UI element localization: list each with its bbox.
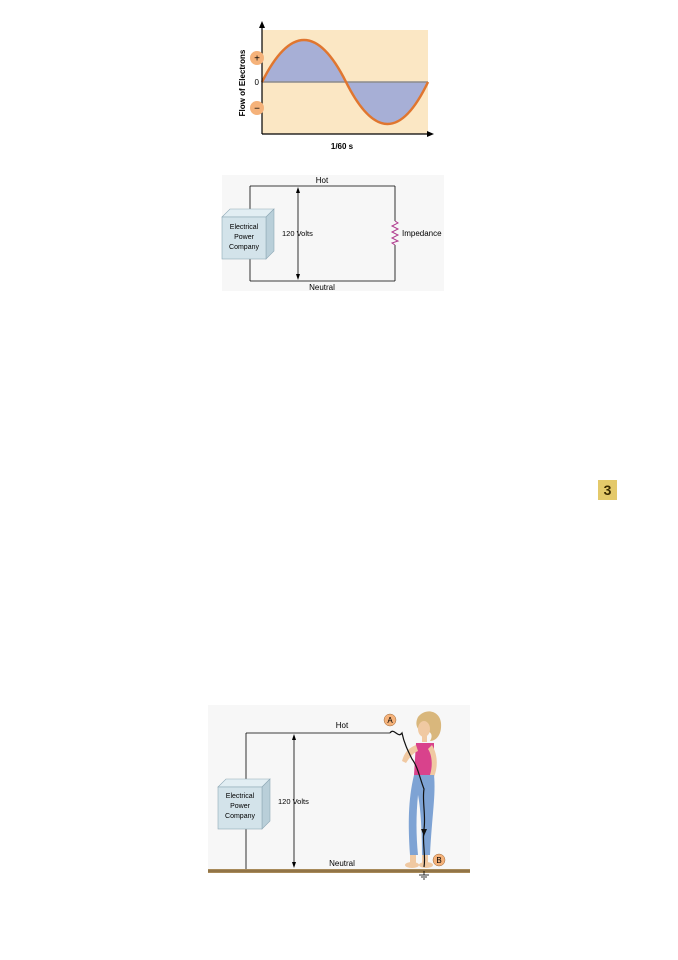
source-label-line3: Company xyxy=(225,813,255,820)
source-box-top xyxy=(217,778,271,788)
ground-symbol-icon xyxy=(419,871,429,880)
page-number-badge: 3 xyxy=(598,480,617,500)
ac-waveform-figure: + − 0 Flow of Electrons 1/60 s xyxy=(238,21,434,151)
source-box-front xyxy=(221,216,267,260)
point-b-label: B xyxy=(436,856,441,865)
head xyxy=(418,721,430,737)
impedance-label: Impedance xyxy=(402,229,442,238)
source-box-top xyxy=(221,208,275,218)
x-axis-arrow xyxy=(427,131,434,137)
voltage-arrow-top xyxy=(292,734,296,740)
point-a-label: A xyxy=(387,716,393,725)
voltage-arrow-top xyxy=(296,187,300,193)
minus-marker xyxy=(250,101,264,115)
plus-marker xyxy=(250,51,264,65)
source-label-line2: Power xyxy=(234,234,255,241)
sine-wave-line xyxy=(260,38,430,126)
voltage-arrow-bottom xyxy=(292,862,296,868)
plus-label: + xyxy=(254,54,260,65)
shirt xyxy=(414,743,434,775)
jeans xyxy=(408,775,435,855)
source-box-front xyxy=(217,786,263,830)
neutral-label: Neutral xyxy=(329,859,355,868)
voltage-arrow-bottom xyxy=(296,274,300,280)
resistor-icon xyxy=(390,220,400,246)
minus-label: − xyxy=(254,104,260,115)
source-label-line1: Electrical xyxy=(230,224,259,231)
circuit-figure: Hot Impedance Electrical Power Company 1… xyxy=(221,175,444,292)
neutral-label: Neutral xyxy=(309,283,335,292)
current-arrow-icon xyxy=(421,829,427,836)
source-box-side xyxy=(265,208,275,260)
point-a-marker xyxy=(383,713,397,727)
point-b-marker xyxy=(432,853,446,867)
shock-path-figure: Hot 120 Volts Neutral Electrical Power C… xyxy=(208,705,470,880)
voltage-label: 120 Volts xyxy=(282,229,313,238)
hot-label: Hot xyxy=(336,721,349,730)
y-axis-label: Flow of Electrons xyxy=(238,49,247,116)
side-arm xyxy=(428,745,437,777)
source-label-line3: Company xyxy=(229,244,259,251)
y-axis-arrow xyxy=(259,21,265,28)
source-box-side xyxy=(261,778,271,830)
voltage-label: 120 Volts xyxy=(278,797,309,806)
source-label-line2: Power xyxy=(230,803,251,810)
ankle-left xyxy=(410,855,416,864)
source-label-line1: Electrical xyxy=(226,793,255,800)
zero-label: 0 xyxy=(255,78,260,87)
neck xyxy=(422,736,427,742)
x-axis-label: 1/60 s xyxy=(331,142,354,151)
hot-label: Hot xyxy=(316,176,329,185)
